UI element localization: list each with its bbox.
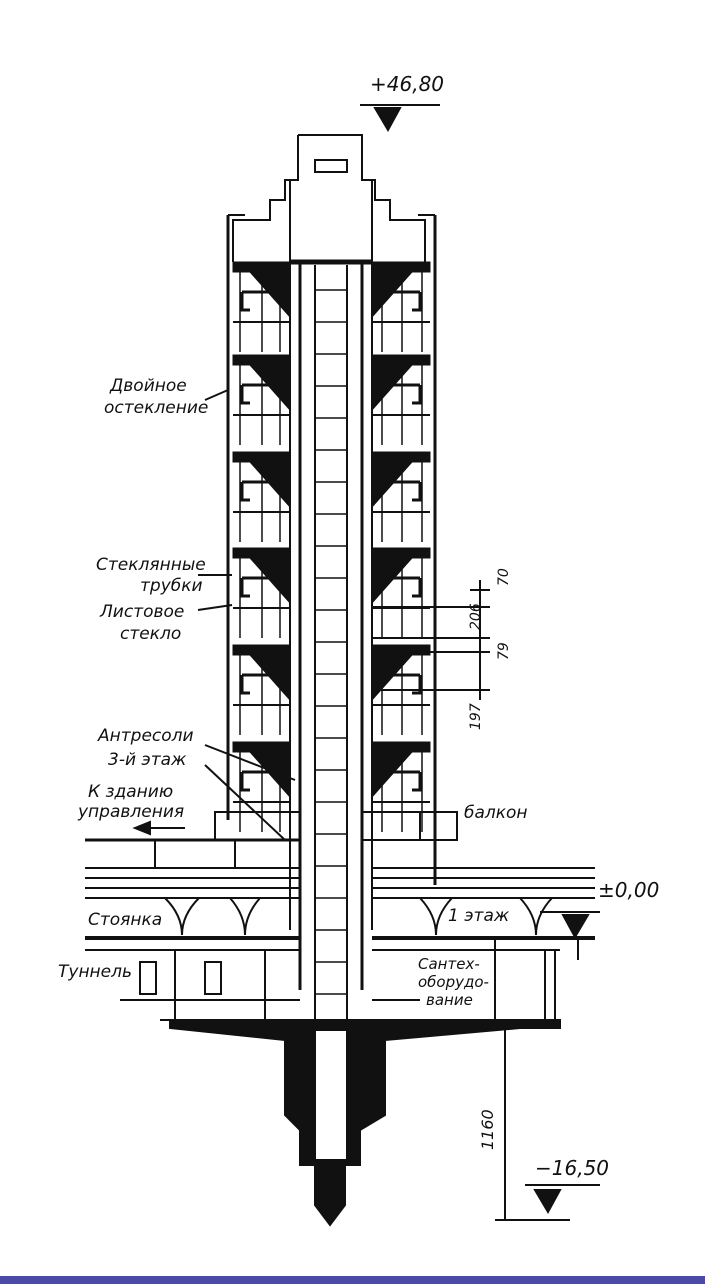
- elevation-zero-label: ±0,00: [598, 878, 660, 902]
- mezzanine-tray-right: [377, 383, 422, 405]
- mezzanine-tray-left: [240, 290, 285, 312]
- balcony-label: балкон: [464, 803, 528, 823]
- floor-slab-left: [232, 547, 291, 605]
- mezzanine-tray-right: [377, 770, 422, 792]
- parking-label: Стоянка: [88, 910, 163, 930]
- mezzanine-tray-right: [377, 290, 422, 312]
- sheet-glass-label-line2: стекло: [120, 624, 182, 644]
- plumbing-label-line1: Сантех-: [418, 955, 480, 973]
- glass-tubes-label-line2: трубки: [140, 576, 203, 596]
- floor-slab-left: [232, 261, 291, 319]
- mezzanine-label-line2: 3-й этаж: [108, 750, 187, 770]
- mezzanine-tray-right: [377, 576, 422, 598]
- mezzanine-label-line1: Антресоли: [98, 726, 194, 746]
- mezzanine-tray-left: [240, 770, 285, 792]
- floor-slab-right: [371, 741, 431, 799]
- to-admin-label-line1: К зданию: [88, 782, 174, 802]
- dimension-206: 206: [468, 603, 484, 630]
- floor-slab-right: [371, 451, 431, 509]
- floor-slab-right: [371, 354, 431, 412]
- mezzanine-tray-left: [240, 383, 285, 405]
- floor-slab-left: [232, 354, 291, 412]
- floor-slab-right: [371, 644, 431, 702]
- elevation-top-label: +46,80: [370, 72, 445, 96]
- tunnel-label: Туннель: [58, 962, 133, 982]
- plumbing-label-line3: вание: [426, 991, 473, 1009]
- to-admin-label-line2: управления: [78, 802, 185, 822]
- double-glazing-label-line2: остекление: [104, 398, 209, 418]
- floor-slab-left: [232, 451, 291, 509]
- dimension-70: 70: [496, 568, 512, 586]
- dimension-1160: 1160: [478, 1109, 497, 1150]
- glass-tubes-label-line1: Стеклянные: [96, 555, 206, 575]
- floor-slab-left: [232, 644, 291, 702]
- mezzanine-tray-left: [240, 673, 285, 695]
- plumbing-label-line2: оборудо-: [418, 973, 489, 991]
- double-glazing-label-line1: Двойное: [110, 376, 187, 396]
- floor-slab-left: [232, 741, 291, 799]
- first-floor-label: 1 этаж: [448, 906, 510, 926]
- floor-slab-right: [371, 261, 431, 319]
- floor-slab-right: [371, 547, 431, 605]
- bottom-frame-bar: [0, 1276, 705, 1284]
- mezzanine-tray-left: [240, 576, 285, 598]
- sheet-glass-label-line1: Листовое: [100, 602, 185, 622]
- dimension-197: 197: [468, 703, 484, 730]
- mezzanine-tray-left: [240, 480, 285, 502]
- mezzanine-tray-right: [377, 673, 422, 695]
- elevation-bottom-label: −16,50: [535, 1156, 610, 1180]
- dimension-79: 79: [496, 642, 512, 660]
- mezzanine-tray-right: [377, 480, 422, 502]
